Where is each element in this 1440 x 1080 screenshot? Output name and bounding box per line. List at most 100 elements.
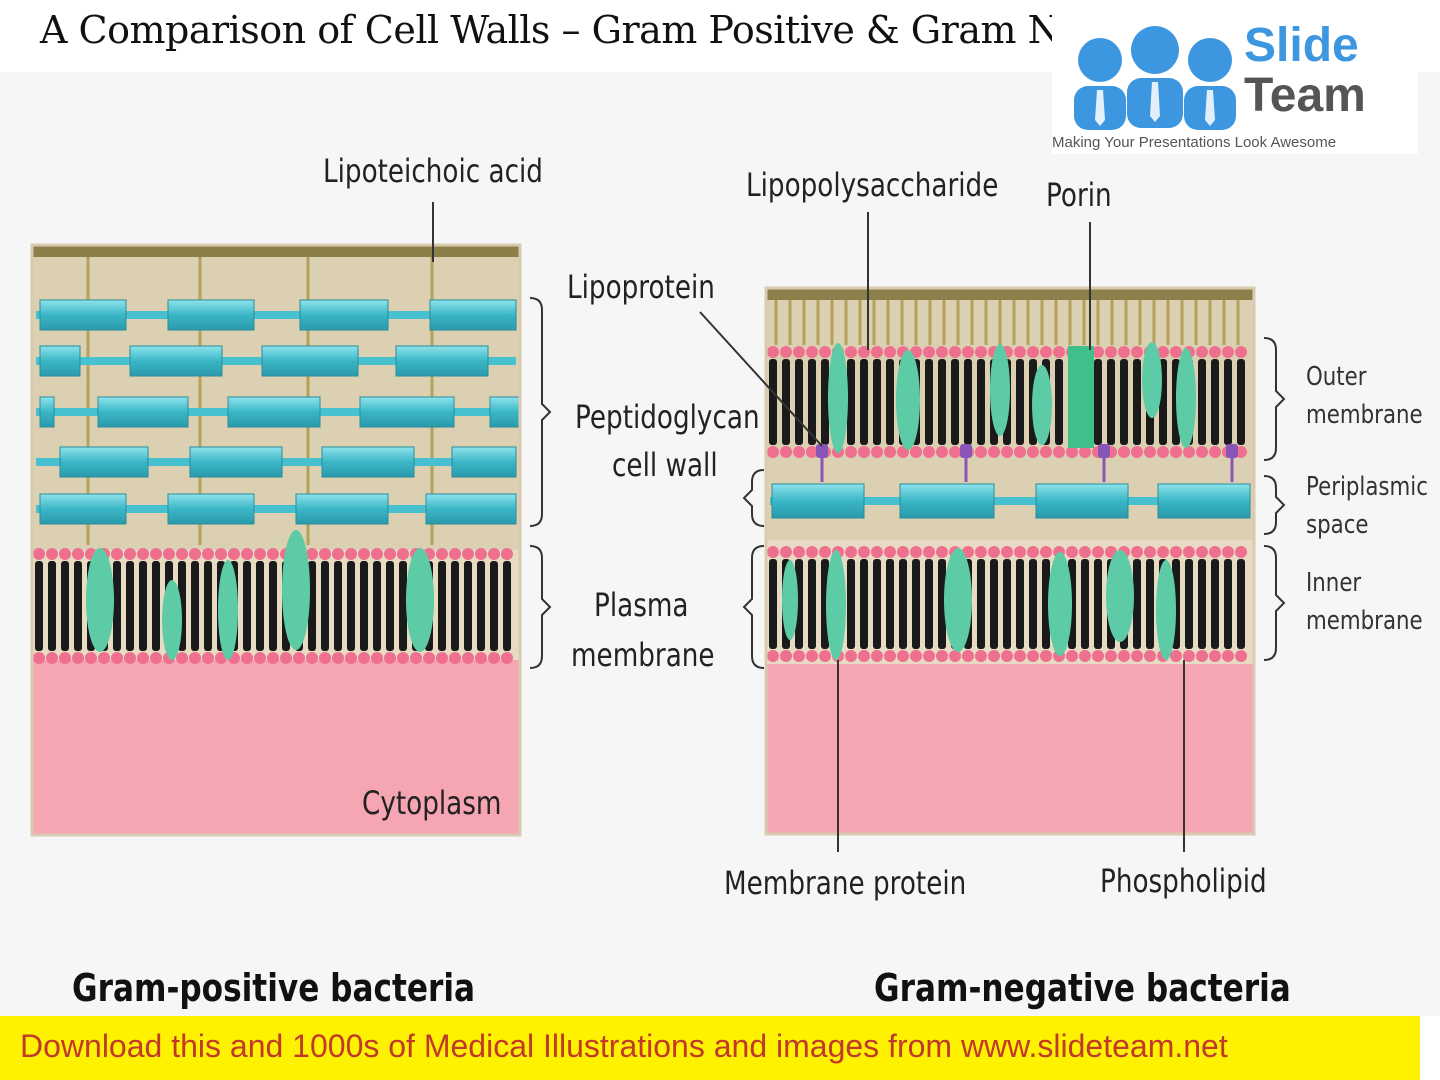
lipid-head: [1183, 446, 1195, 458]
lipid-tail: [938, 359, 946, 445]
peptidoglycan-strand: [295, 493, 389, 525]
outer-membrane-protein: [1176, 348, 1196, 448]
lipid-tail: [1224, 359, 1232, 445]
lipid-head: [1066, 546, 1078, 558]
label-periplasmic: Periplasmic: [1306, 472, 1428, 502]
lipid-head: [962, 346, 974, 358]
lipid-head: [449, 548, 461, 560]
lipid-head: [845, 650, 857, 662]
lipid-tail: [347, 561, 355, 651]
lipid-head: [397, 652, 409, 664]
lipid-head: [254, 652, 266, 664]
lipid-head: [806, 446, 818, 458]
lipid-head: [975, 446, 987, 458]
lipid-head: [423, 652, 435, 664]
peptidoglycan-strand: [39, 345, 81, 377]
lipid-head: [1144, 650, 1156, 662]
peptidoglycan-link: [770, 497, 1250, 505]
lipid-tail: [1211, 359, 1219, 445]
lipid-head: [975, 546, 987, 558]
inner-membrane-protein: [1048, 552, 1072, 656]
lipid-head: [85, 652, 97, 664]
peptidoglycan-strand: [771, 483, 865, 519]
lipid-head: [780, 650, 792, 662]
lipid-tail: [1094, 359, 1102, 445]
lipid-head: [371, 548, 383, 560]
peptidoglycan-strand: [429, 299, 517, 331]
lipid-head: [345, 548, 357, 560]
lipid-tail: [899, 559, 907, 649]
lipid-head: [1053, 446, 1065, 458]
lipid-head: [1196, 546, 1208, 558]
lipid-head: [1105, 346, 1117, 358]
lipid-head: [1209, 546, 1221, 558]
lipid-head: [1053, 346, 1065, 358]
lipid-head: [436, 652, 448, 664]
peptidoglycan-strand: [167, 299, 255, 331]
label-lipoteichoic-acid: Lipoteichoic acid: [323, 152, 543, 190]
lipid-head: [845, 546, 857, 558]
lipid-head: [358, 652, 370, 664]
peptidoglycan-link: [36, 311, 516, 319]
lipid-head: [124, 652, 136, 664]
lipid-head: [267, 652, 279, 664]
lipid-head: [767, 446, 779, 458]
lipid-head: [501, 652, 513, 664]
lipid-tail: [1237, 559, 1245, 649]
banner-text[interactable]: Download this and 1000s of Medical Illus…: [20, 1028, 1228, 1064]
bracket-periplasmic-space: [1263, 475, 1286, 535]
lipid-head: [1040, 546, 1052, 558]
lipid-head: [1222, 650, 1234, 662]
lipid-head: [923, 446, 935, 458]
lipid-tail: [152, 561, 160, 651]
lipid-head: [910, 650, 922, 662]
peptidoglycan-strand: [425, 493, 517, 525]
lipid-tail: [808, 559, 816, 649]
lipid-tail: [1198, 559, 1206, 649]
lipid-tail: [464, 561, 472, 651]
lipid-head: [1183, 546, 1195, 558]
gn-outer-edge: [766, 288, 1254, 300]
lipid-head: [1079, 546, 1091, 558]
lipid-head: [871, 546, 883, 558]
lipid-head: [410, 652, 422, 664]
peptidoglycan-strand: [1035, 483, 1129, 519]
lipid-tail: [1003, 559, 1011, 649]
lipid-head: [1196, 650, 1208, 662]
lipid-tail: [860, 359, 868, 445]
lipid-head: [1014, 546, 1026, 558]
peptidoglycan-strand: [39, 493, 127, 525]
lipid-head: [1209, 650, 1221, 662]
lipid-head: [228, 548, 240, 560]
bracket-outer-membrane: [1263, 337, 1286, 461]
lipid-head: [897, 650, 909, 662]
lipid-head: [858, 650, 870, 662]
lipid-head: [332, 652, 344, 664]
download-banner[interactable]: Download this and 1000s of Medical Illus…: [0, 1016, 1420, 1080]
page-title: A Comparison of Cell Walls – Gram Positi…: [40, 8, 1198, 52]
lipid-head: [936, 650, 948, 662]
lipid-tail: [951, 359, 959, 445]
lipid-head: [72, 548, 84, 560]
lipid-head: [949, 650, 961, 662]
peptidoglycan-strand: [261, 345, 359, 377]
gn-border: [764, 286, 1256, 836]
lipid-tail: [126, 561, 134, 651]
lipid-tail: [938, 559, 946, 649]
lipid-head: [1157, 446, 1169, 458]
lipid-head: [46, 652, 58, 664]
lipid-head: [137, 652, 149, 664]
lipid-tail: [139, 561, 147, 651]
lipid-tail: [925, 359, 933, 445]
lipid-head: [1157, 346, 1169, 358]
lipid-tail: [204, 561, 212, 651]
lipid-head: [1131, 650, 1143, 662]
lipid-head: [1040, 650, 1052, 662]
lipid-head: [1001, 446, 1013, 458]
lipid-head: [280, 652, 292, 664]
lipoprotein-head: [960, 444, 972, 458]
outer-membrane-protein: [990, 344, 1010, 436]
lipid-head: [910, 546, 922, 558]
lipid-head: [319, 652, 331, 664]
lipid-head: [1118, 346, 1130, 358]
